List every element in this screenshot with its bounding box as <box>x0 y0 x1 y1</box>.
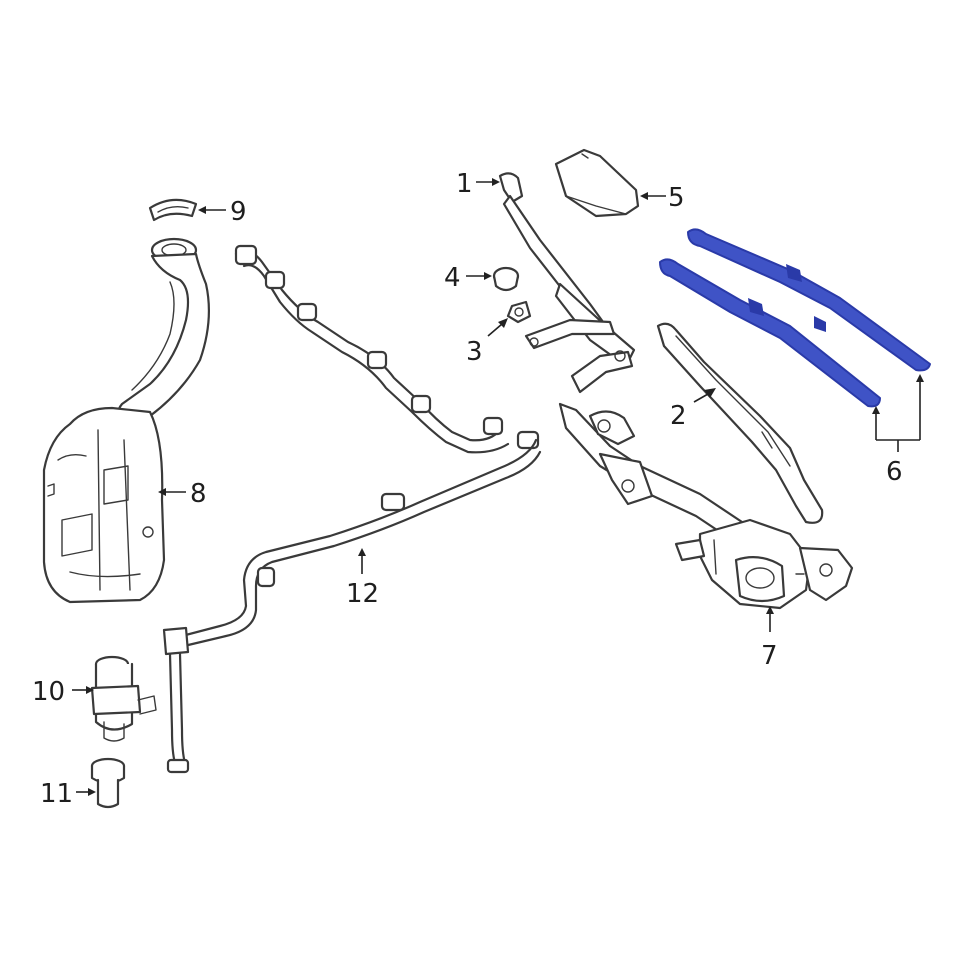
callout-8: 8 <box>190 479 207 509</box>
callout-11: 11 <box>40 779 73 809</box>
part-6-wiper-blades <box>659 228 931 408</box>
part-8-washer-reservoir <box>42 237 210 604</box>
callout-12: 12 <box>346 579 379 609</box>
part-1-wiper-arm <box>498 172 636 394</box>
part-12-washer-hose <box>162 244 542 774</box>
hose-clip <box>234 244 540 450</box>
callout-7: 7 <box>761 641 778 671</box>
leader-lines <box>72 178 924 796</box>
part-9-seal-ring <box>148 198 198 222</box>
callout-5: 5 <box>668 183 685 213</box>
callout-3: 3 <box>466 337 483 367</box>
callout-4: 4 <box>444 263 461 293</box>
part-11-grommet <box>90 757 126 809</box>
callout-10: 10 <box>32 677 65 707</box>
part-2-wiper-arm <box>656 322 824 524</box>
part-10-washer-pump <box>90 655 157 742</box>
part-5-cover <box>554 148 640 218</box>
callout-labels: 1 2 3 4 5 6 7 8 9 10 11 12 <box>32 169 903 809</box>
callout-6: 6 <box>886 457 903 487</box>
part-4-cap <box>492 266 520 292</box>
callout-9: 9 <box>230 197 247 227</box>
callout-1: 1 <box>456 169 473 199</box>
callout-2: 2 <box>670 401 687 431</box>
part-7-wiper-linkage-motor <box>558 402 854 610</box>
part-3-nut <box>506 300 532 324</box>
